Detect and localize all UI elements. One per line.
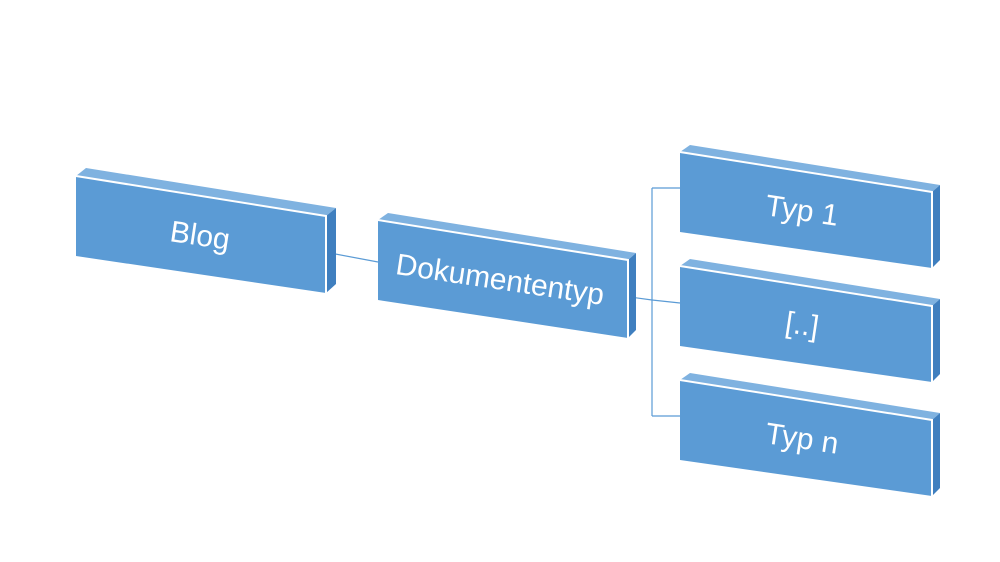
connector-blog-dokumententyp (329, 252, 379, 263)
node-blog: Blog (75, 168, 336, 293)
node-typ-n-face (680, 380, 932, 496)
node-ellipsis-face (680, 266, 932, 382)
node-ellipsis-label: [..] (783, 306, 821, 344)
node-blog-face (76, 176, 326, 293)
node-dokumententyp: Dokumententyp (377, 213, 636, 338)
node-typ-1: Typ 1 (679, 145, 940, 268)
node-typ-1-face (680, 152, 932, 268)
node-typ-n: Typ n (679, 373, 940, 496)
node-ellipsis: [..] (679, 259, 940, 382)
node-dokumententyp-face (378, 220, 628, 338)
connector-to-ellipsis (651, 299, 681, 304)
